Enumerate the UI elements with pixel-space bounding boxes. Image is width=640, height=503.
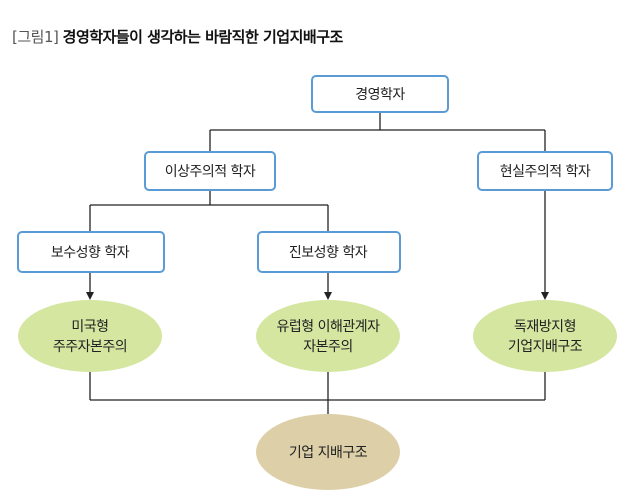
node-ideal: 이상주의적 학자	[144, 151, 276, 191]
node-founder-model: 독재방지형 기업지배구조	[473, 300, 617, 372]
node-ideal-label: 이상주의적 학자	[165, 164, 256, 180]
node-governance: 기업 지배구조	[256, 414, 400, 490]
node-eu-model-line1: 유럽형 이해관계자	[277, 319, 381, 335]
node-founder-model-line1: 독재방지형	[514, 319, 576, 335]
node-realist: 현실주의적 학자	[477, 151, 613, 191]
node-us-model-line1: 미국형	[71, 319, 108, 335]
node-realist-label: 현실주의적 학자	[500, 164, 591, 180]
figure-label: [그림1]	[12, 28, 59, 46]
node-us-model-line2: 주주자본주의	[53, 339, 127, 355]
node-conservative: 보수성향 학자	[17, 231, 165, 273]
node-eu-model-line2: 자본주의	[303, 339, 353, 355]
node-progressive: 진보성향 학자	[257, 231, 401, 273]
connector-lines	[86, 112, 549, 415]
node-root-label: 경영학자	[355, 87, 405, 103]
figure-title: 경영학자들이 생각하는 바람직한 기업지배구조	[62, 28, 344, 46]
node-eu-model: 유럽형 이해관계자 자본주의	[256, 300, 400, 372]
node-conservative-label: 보수성향 학자	[51, 245, 130, 261]
diagram-title: [그림1] 경영학자들이 생각하는 바람직한 기업지배구조	[12, 26, 343, 47]
node-founder-model-line2: 기업지배구조	[508, 339, 583, 355]
node-progressive-label: 진보성향 학자	[289, 245, 368, 261]
node-us-model: 미국형 주주자본주의	[18, 300, 162, 372]
node-governance-label: 기업 지배구조	[289, 445, 368, 461]
node-root: 경영학자	[311, 75, 449, 113]
